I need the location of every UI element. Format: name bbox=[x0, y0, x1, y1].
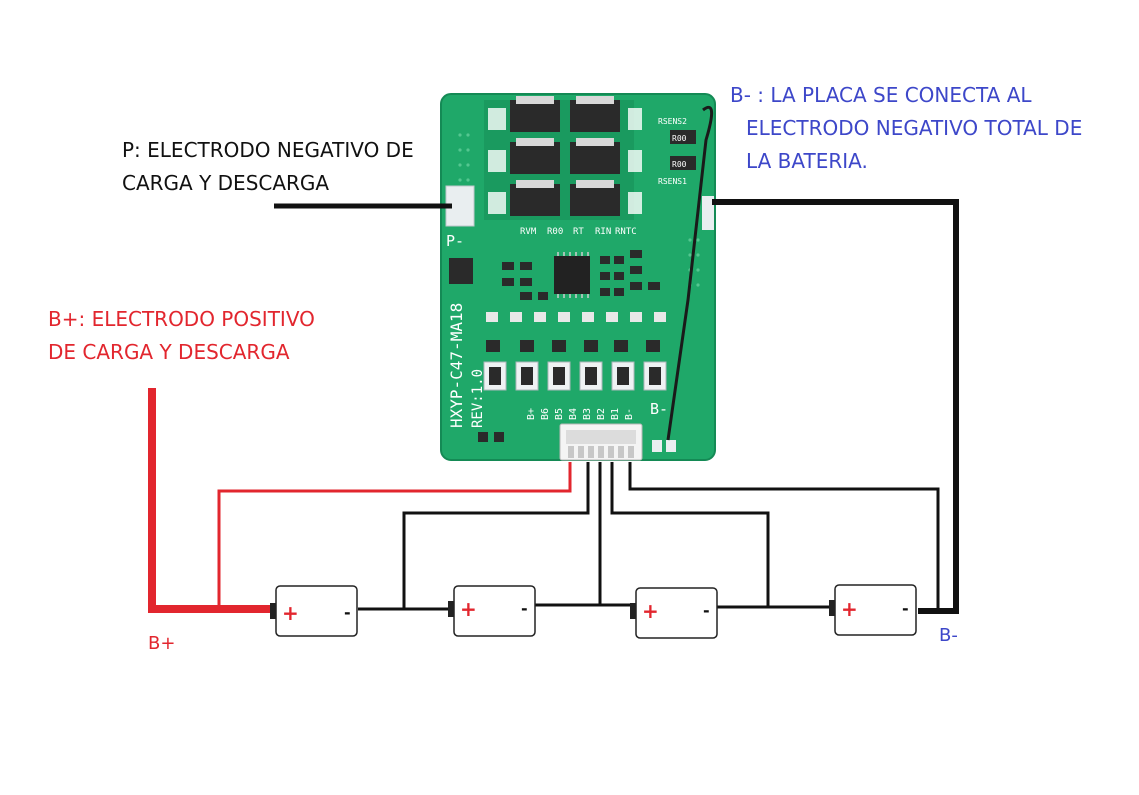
bplus-label: B+: ELECTRODO POSITIVO DE CARGA Y DESCAR… bbox=[48, 303, 315, 369]
p-label-line-1: P: ELECTRODO NEGATIVO DE bbox=[122, 138, 414, 162]
bms-board: P- R00 R00 RSENS2 RSENS1 RVM R00 RT RIN … bbox=[440, 93, 716, 461]
row-label-rvm: RVM bbox=[520, 227, 537, 237]
battery-2-plus: + bbox=[460, 597, 477, 621]
bminus-main-wire bbox=[712, 199, 959, 614]
row-label-rin: RIN bbox=[595, 227, 611, 237]
series-links bbox=[358, 603, 833, 611]
p-label: P: ELECTRODO NEGATIVO DE CARGA Y DESCARG… bbox=[122, 134, 414, 200]
bminus-label: B- : LA PLACA SE CONECTA AL ELECTRODO NE… bbox=[730, 79, 1082, 178]
battery-cell-4: + - bbox=[829, 584, 917, 636]
p-label-line-2: CARGA Y DESCARGA bbox=[122, 171, 330, 195]
pin-label-b2: B2 bbox=[596, 408, 607, 420]
board-revision: REV:1.0 bbox=[470, 369, 486, 428]
battery-1-plus: + bbox=[282, 601, 299, 625]
bminus-label-line-2: ELECTRODO NEGATIVO TOTAL DE bbox=[746, 116, 1083, 140]
battery-cell-1: + - bbox=[270, 585, 358, 637]
b-pad-label: B- bbox=[650, 400, 668, 418]
row-label-r00: R00 bbox=[547, 227, 563, 237]
battery-4-minus: - bbox=[902, 599, 909, 618]
resistor-code-1: R00 bbox=[672, 134, 687, 143]
balance-leads bbox=[402, 462, 940, 608]
header-pin-labels: B+ B6 B5 B4 B3 B2 B1 B- bbox=[526, 408, 635, 420]
battery-cell-3: + - bbox=[630, 587, 718, 639]
row-label-rt: RT bbox=[573, 227, 584, 237]
bminus-label-line-3: LA BATERIA. bbox=[746, 149, 868, 173]
battery-3-minus: - bbox=[703, 601, 710, 620]
pin-label-b6: B6 bbox=[540, 408, 551, 420]
bplus-label-line-2: DE CARGA Y DESCARGA bbox=[48, 340, 290, 364]
balance-resistors bbox=[483, 361, 667, 391]
pin-label-b4: B4 bbox=[568, 408, 579, 420]
bminus-terminal-label: B- bbox=[939, 625, 958, 646]
bplus-label-line-1: B+: ELECTRODO POSITIVO bbox=[48, 307, 315, 331]
sense-wire bbox=[666, 106, 714, 441]
bms-ic bbox=[554, 256, 590, 294]
pin-label-b-plus: B+ bbox=[526, 408, 537, 420]
pin-label-b3: B3 bbox=[582, 408, 593, 420]
mosfet-array bbox=[484, 96, 642, 220]
battery-4-plus: + bbox=[841, 597, 858, 621]
rsens-label-1: RSENS1 bbox=[658, 177, 687, 186]
pin-label-b1: B1 bbox=[610, 408, 621, 420]
pin-label-b-minus: B- bbox=[624, 408, 635, 420]
rsens-label-2: RSENS2 bbox=[658, 117, 687, 126]
battery-cell-2: + - bbox=[448, 585, 536, 637]
bplus-main-wire bbox=[148, 388, 272, 613]
battery-3-plus: + bbox=[642, 599, 659, 623]
bminus-label-line-1: B- : LA PLACA SE CONECTA AL bbox=[730, 83, 1032, 107]
p-pad-label: P- bbox=[446, 232, 464, 250]
balance-connector bbox=[559, 423, 643, 461]
resistor-code-2: R00 bbox=[672, 160, 687, 169]
battery-2-minus: - bbox=[521, 599, 528, 618]
bplus-balance-lead bbox=[217, 462, 572, 608]
board-model: HXYP-C47-MA18 bbox=[447, 303, 466, 428]
pin-label-b5: B5 bbox=[554, 408, 565, 420]
row-label-rntc: RNTC bbox=[615, 227, 637, 237]
battery-1-minus: - bbox=[344, 603, 351, 622]
bplus-terminal-label: B+ bbox=[148, 633, 175, 654]
